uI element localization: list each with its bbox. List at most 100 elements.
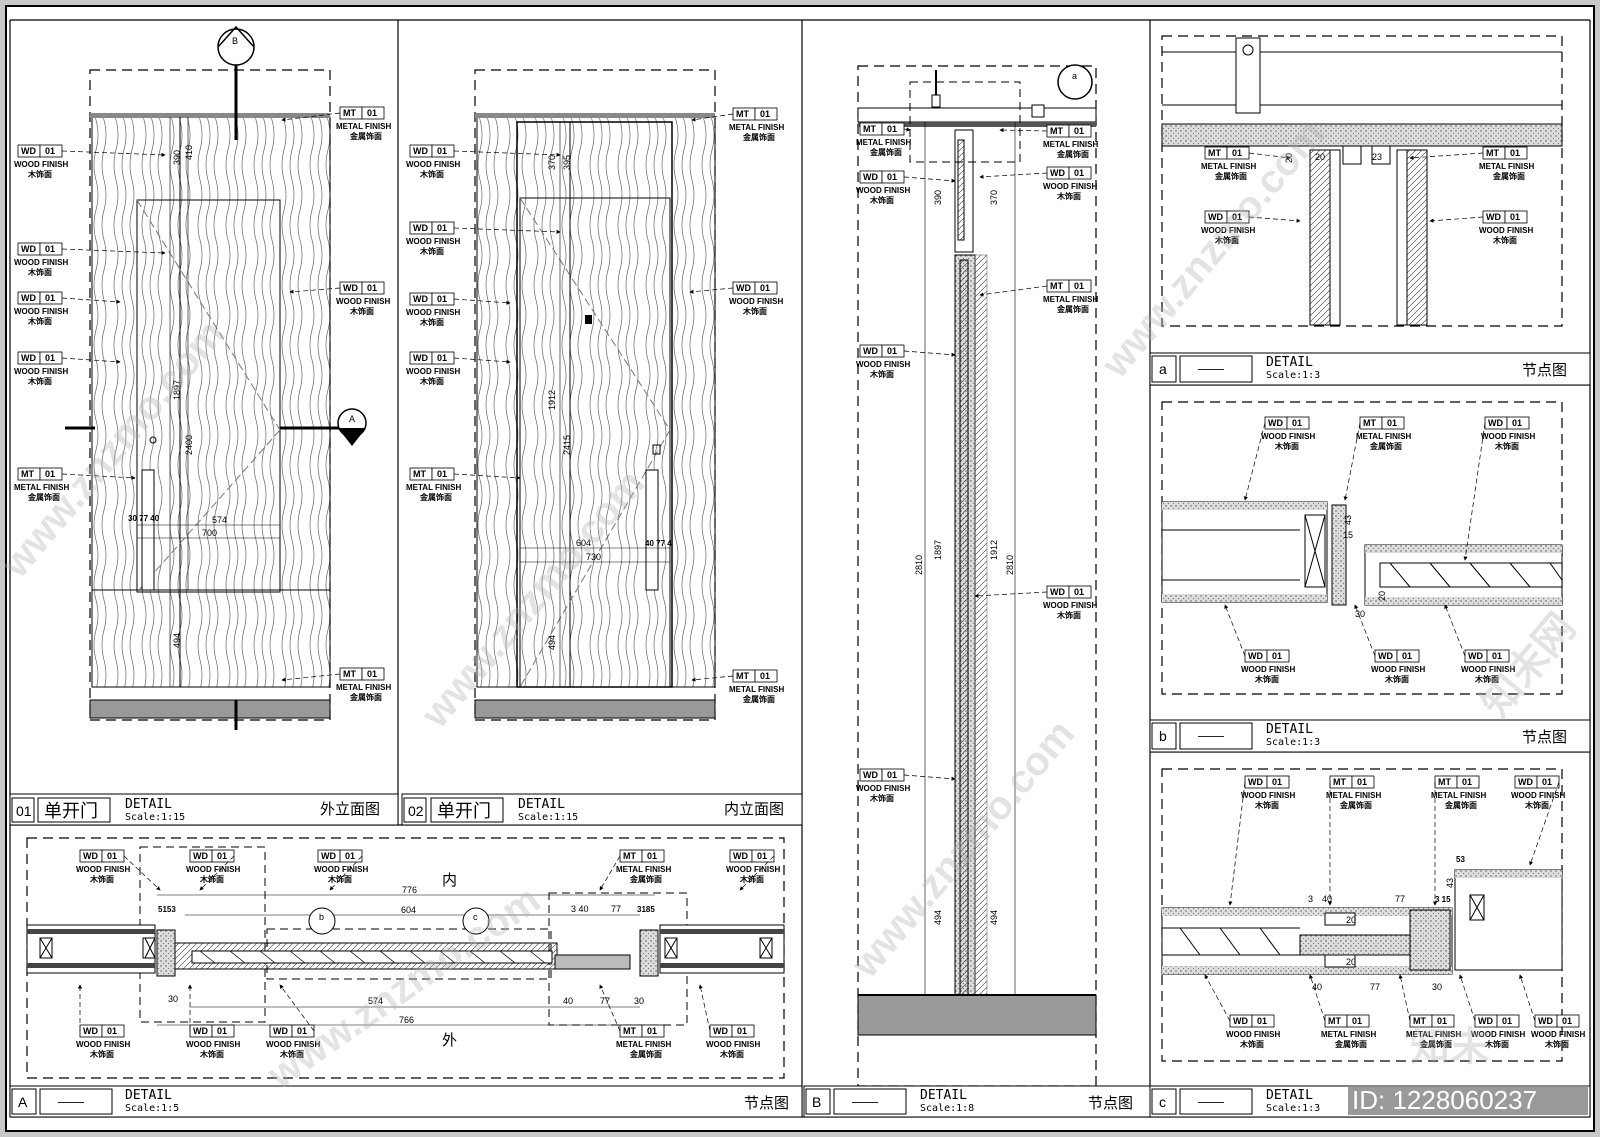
panel-02-interior-elevation: 370 395 1912 2415 494 604 730 40 77 4 <box>474 69 716 721</box>
tag-cn: 金属饰面 <box>1492 171 1525 181</box>
tag-number-box <box>1504 146 1528 160</box>
tag-cn: 木饰面 <box>1544 1039 1569 1049</box>
tag-cn: 金属饰面 <box>419 492 452 502</box>
tag-cn: 木饰面 <box>27 169 52 179</box>
tag-number: 01 <box>1502 1016 1512 1026</box>
tag-leader <box>453 473 521 480</box>
tag-cn: 木饰面 <box>1384 674 1409 684</box>
tag-leader <box>1409 152 1484 160</box>
tag-en: METAL FINISH <box>729 123 784 132</box>
svg-text:单开门: 单开门 <box>44 801 98 821</box>
svg-text:B: B <box>232 36 238 46</box>
tag-number-box <box>1431 1014 1455 1028</box>
tag-code: MT <box>1050 126 1063 136</box>
svg-text:1897: 1897 <box>933 540 943 560</box>
svg-text:494: 494 <box>933 910 943 925</box>
tag-number: 01 <box>887 770 897 780</box>
tag-number: 01 <box>760 283 770 293</box>
svg-text:3185: 3185 <box>637 905 655 914</box>
tag-leader <box>739 855 775 891</box>
svg-text:Scale:1:15: Scale:1:15 <box>125 812 185 823</box>
svg-text:40: 40 <box>563 996 573 1006</box>
svg-text:20: 20 <box>1346 915 1356 925</box>
svg-text:23: 23 <box>1372 152 1382 162</box>
tag-leader <box>1463 422 1486 561</box>
tag-code: WD <box>1208 212 1223 222</box>
tag-leader <box>453 227 561 234</box>
tag-cn: 木饰面 <box>1274 441 1299 451</box>
tag-code: WD <box>83 1026 98 1036</box>
svg-text:77: 77 <box>1395 894 1405 904</box>
tag-en: METAL FINISH <box>1043 140 1098 149</box>
tag-number: 01 <box>1257 1016 1267 1026</box>
tag-number: 01 <box>1272 651 1282 661</box>
tag-en: WOOD FINISH <box>1043 182 1097 191</box>
tag-en: METAL FINISH <box>1201 162 1256 171</box>
svg-text:494: 494 <box>989 910 999 925</box>
svg-text:30 77 40: 30 77 40 <box>128 514 160 523</box>
tag-en: WOOD FINISH <box>856 784 910 793</box>
svg-text:395: 395 <box>562 155 572 170</box>
tag-number: 01 <box>1510 212 1520 222</box>
tag-leader <box>903 350 956 357</box>
tag-cn: 金属饰面 <box>1444 800 1477 810</box>
tag-cn: 木饰面 <box>27 376 52 386</box>
tag-leader <box>1459 974 1476 1022</box>
svg-text:77: 77 <box>1370 982 1380 992</box>
svg-text:43: 43 <box>1445 878 1455 888</box>
tag-number-box <box>1396 649 1420 663</box>
tag-code: WD <box>21 293 36 303</box>
tag-en: WOOD FINISH <box>14 160 68 169</box>
svg-text:节点图: 节点图 <box>744 1095 789 1112</box>
tag-en: WOOD FINISH <box>76 1040 130 1049</box>
tag-number: 01 <box>1074 281 1084 291</box>
tag-number-box <box>1381 416 1405 430</box>
tag-code: MT <box>1333 777 1346 787</box>
tag-number-box <box>1251 1014 1275 1028</box>
svg-text:——: —— <box>852 1094 878 1109</box>
panel-01-exterior-elevation: B A 390 410 1897 2400 494 574 700 30 77 … <box>65 25 367 730</box>
svg-text:77: 77 <box>600 996 610 1006</box>
tag-cn: 金属饰面 <box>1056 149 1089 159</box>
tag-number: 01 <box>45 469 55 479</box>
tag-code: MT <box>1363 418 1376 428</box>
tag-cn: 木饰面 <box>89 874 114 884</box>
svg-text:Scale:1:5: Scale:1:5 <box>125 1103 179 1114</box>
tag-code: WD <box>413 353 428 363</box>
tag-en: WOOD FINISH <box>856 186 910 195</box>
tag-number-box <box>361 281 385 295</box>
tag-en: WOOD FINISH <box>406 367 460 376</box>
svg-text:604: 604 <box>401 905 416 915</box>
tag-leader <box>1519 974 1536 1022</box>
tag-cn: 木饰面 <box>1056 610 1081 620</box>
tag-number: 01 <box>1462 777 1472 787</box>
svg-text:节点图: 节点图 <box>1522 729 1567 746</box>
tag-cn: 木饰面 <box>1492 235 1517 245</box>
svg-text:——: —— <box>1198 361 1224 376</box>
tag-en: WOOD FINISH <box>1201 226 1255 235</box>
tag-code: MT <box>413 469 426 479</box>
tag-code: WD <box>863 770 878 780</box>
tag-number-box <box>1286 416 1310 430</box>
tag-cn: 木饰面 <box>199 1049 224 1059</box>
tag-leader <box>1228 781 1246 906</box>
svg-text:节点图: 节点图 <box>1088 1095 1133 1112</box>
tag-code: WD <box>413 294 428 304</box>
tag-en: WOOD FINISH <box>1261 432 1315 441</box>
tag-en: METAL FINISH <box>729 685 784 694</box>
tag-leader <box>61 150 166 157</box>
